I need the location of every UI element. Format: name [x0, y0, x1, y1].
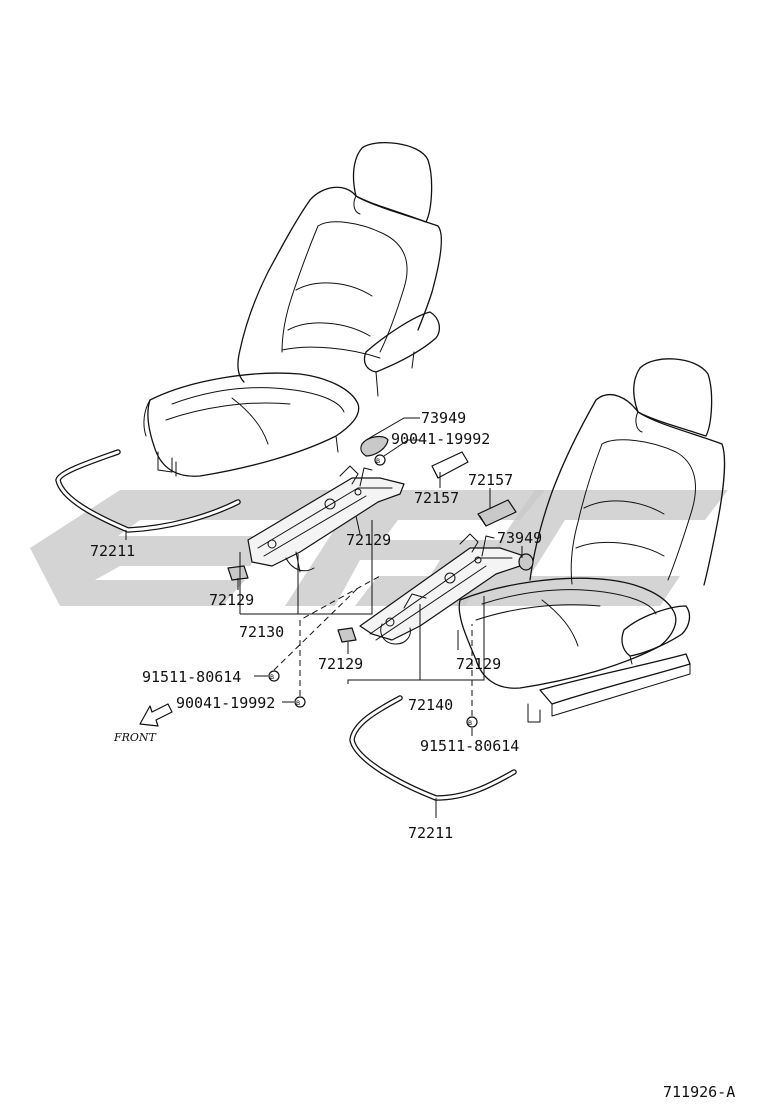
label-72130: 72130 — [239, 623, 284, 641]
label-90041-19992-a: 90041-19992 — [391, 430, 490, 448]
diagram-reference: 711926-A — [663, 1083, 735, 1101]
label-73949-a: 73949 — [421, 409, 466, 427]
label-72211-b: 72211 — [408, 824, 453, 842]
svg-text:B: B — [296, 700, 300, 707]
label-73949-b: 73949 — [497, 529, 542, 547]
part-labels: 73949 90041-19992 72157 72157 73949 7221… — [90, 409, 735, 1101]
bolts: B B B — [268, 670, 478, 728]
label-90041-19992-b: 90041-19992 — [176, 694, 275, 712]
label-72129-c: 72129 — [318, 655, 363, 673]
torsion-bars — [55, 449, 517, 801]
svg-text:B: B — [376, 458, 380, 465]
label-91511-80614-a: 91511-80614 — [142, 668, 241, 686]
svg-text:B: B — [468, 720, 472, 727]
svg-text:B: B — [270, 674, 274, 681]
label-72129-d: 72129 — [456, 655, 501, 673]
left-seat-track — [247, 465, 405, 573]
label-72140: 72140 — [408, 696, 453, 714]
label-72129-b: 72129 — [209, 591, 254, 609]
right-seat-track — [359, 533, 525, 645]
left-seat — [143, 142, 442, 477]
label-72157-b: 72157 — [468, 471, 513, 489]
small-parts: B — [227, 435, 534, 643]
front-arrow — [139, 703, 173, 727]
label-72157-a: 72157 — [414, 489, 459, 507]
label-72211-a: 72211 — [90, 542, 135, 560]
label-72129-a: 72129 — [346, 531, 391, 549]
label-91511-80614-b: 91511-80614 — [420, 737, 519, 755]
leader-lines — [125, 417, 523, 818]
front-label: FRONT — [113, 731, 158, 744]
right-seat — [458, 358, 726, 723]
